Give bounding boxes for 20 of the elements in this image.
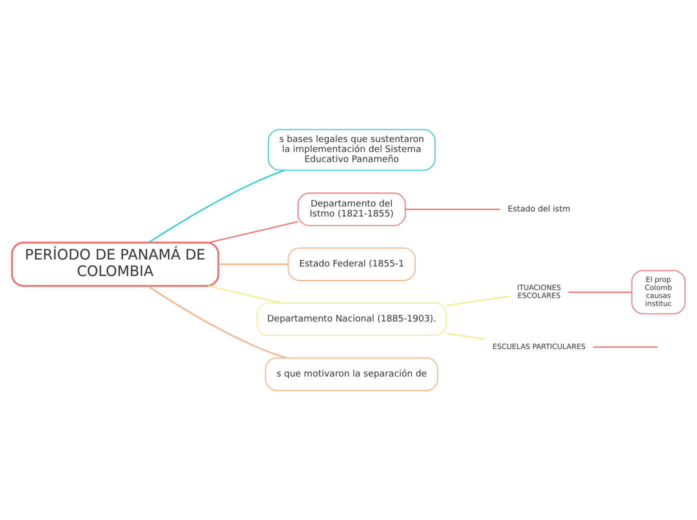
node-box: Departamento Nacional (1885-1903).: [256, 302, 447, 336]
connector: [208, 285, 282, 304]
connector: [148, 170, 285, 244]
node-box: PERÍODO DE PANAMÁ DE COLOMBIA: [11, 242, 220, 287]
connector: [147, 285, 286, 358]
node-box: s que motivaron la separación de: [265, 358, 438, 391]
connector: [593, 346, 658, 348]
connector: [405, 208, 500, 210]
connector: [568, 292, 632, 293]
node-text: ESCUELAS PARTICULARES: [492, 342, 586, 351]
connector: [446, 296, 510, 306]
node-box: s bases legales que sustentaron la implementación del Sistema Educativo Panameño: [268, 129, 436, 171]
node-box: Departamento del Istmo (1821-1855): [298, 192, 406, 226]
connector: [218, 264, 288, 265]
node-box: Estado Federal (1855-1: [288, 248, 416, 281]
connector: [208, 221, 298, 244]
node-text: ITUACIONES ESCOLARES: [517, 282, 561, 300]
node-text: Estado del istm: [508, 203, 570, 214]
node-box: El prop Colomb causas instituc: [631, 270, 686, 314]
connector: [446, 332, 485, 340]
